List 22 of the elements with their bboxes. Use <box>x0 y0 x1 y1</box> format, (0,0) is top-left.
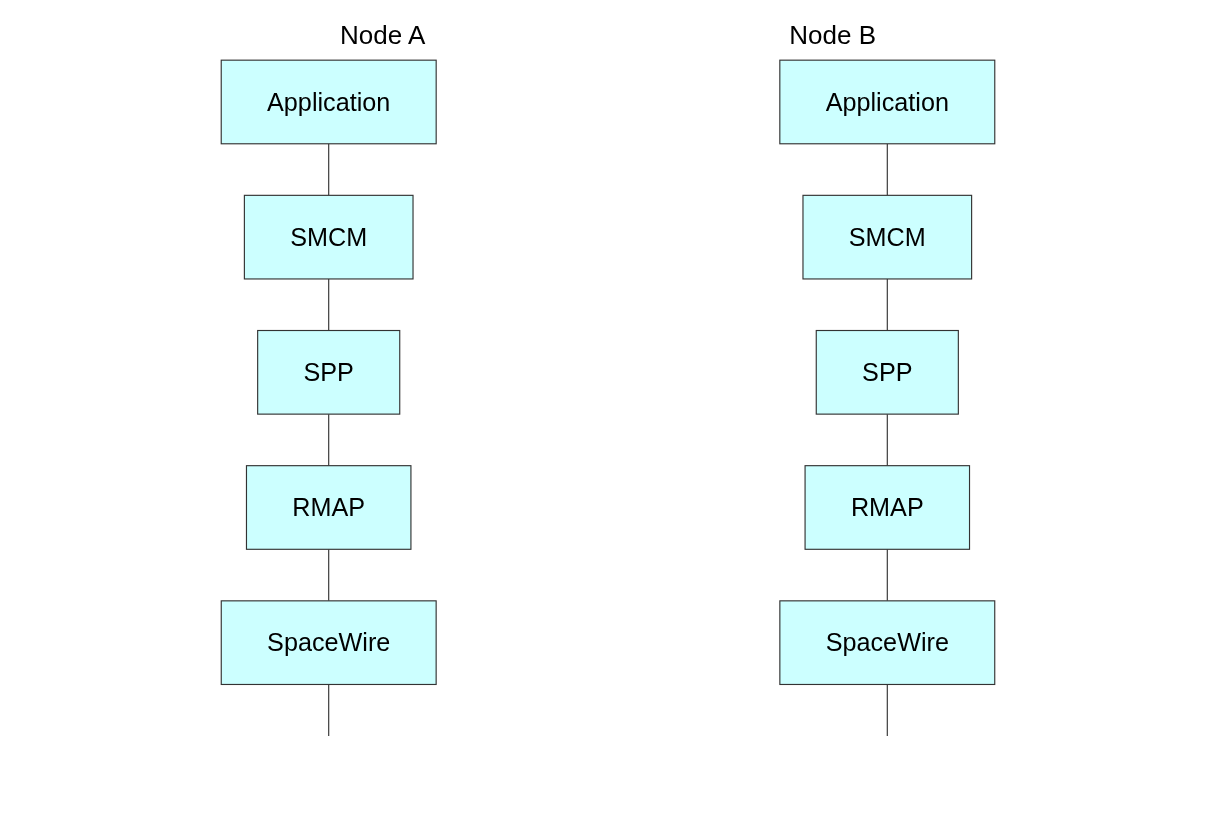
node-box: RMAP <box>804 465 971 550</box>
connector <box>886 143 888 196</box>
stack-heading: Node B <box>789 20 876 51</box>
connector <box>328 548 330 602</box>
connector <box>328 143 330 196</box>
node-box: SpaceWire <box>779 600 996 686</box>
connector <box>328 683 330 737</box>
node-box: SpaceWire <box>220 600 437 686</box>
connector <box>886 278 888 332</box>
connector <box>886 413 888 467</box>
node-box: SPP <box>815 329 959 415</box>
node-box: SMCM <box>802 194 973 280</box>
stack-heading: Node A <box>340 20 426 51</box>
node-box: RMAP <box>245 465 412 550</box>
node-box: Application <box>220 59 437 145</box>
node-box: SPP <box>257 329 401 415</box>
node-box: SMCM <box>243 194 414 280</box>
connector <box>886 683 888 737</box>
node-box: Application <box>779 59 996 145</box>
connector <box>886 548 888 602</box>
connector <box>328 278 330 332</box>
connector <box>328 413 330 467</box>
